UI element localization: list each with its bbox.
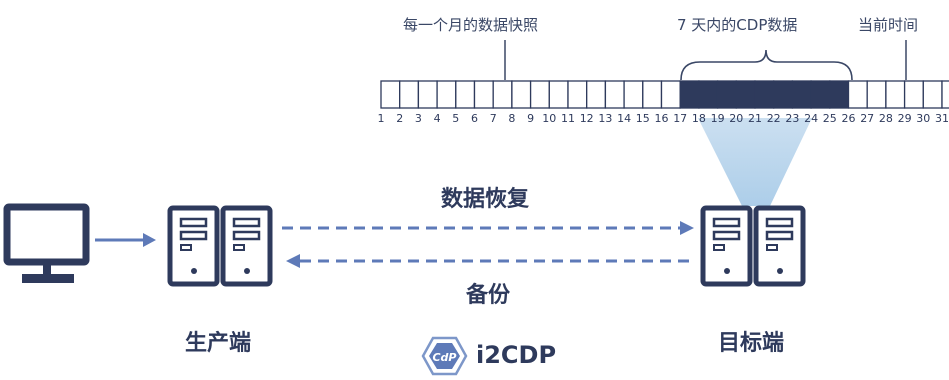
day-tick-label: 31 — [935, 112, 949, 125]
source-label: 生产端 — [185, 331, 252, 356]
timeline-cell — [399, 80, 420, 109]
target-server-icon — [700, 205, 806, 287]
day-tick-label: 14 — [617, 112, 631, 125]
day-tick-label: 28 — [879, 112, 893, 125]
day-tick-label: 27 — [860, 112, 874, 125]
timeline-cell — [455, 80, 476, 109]
timeline-cell — [380, 80, 401, 109]
day-tick-label: 1 — [378, 112, 385, 125]
snapshot-label: 每一个月的数据快照 — [403, 16, 539, 34]
timeline-cell — [903, 80, 924, 109]
target-label: 目标端 — [718, 331, 785, 356]
timeline-cell — [754, 80, 775, 109]
day-tick-label: 25 — [823, 112, 837, 125]
day-tick-label: 20 — [729, 112, 743, 125]
cdp-logo-icon: CdP — [421, 336, 468, 376]
day-tick-label: 5 — [452, 112, 459, 125]
timeline-cell — [941, 80, 949, 109]
input-arrow — [95, 233, 156, 247]
timeline-cell — [642, 80, 663, 109]
timeline-cell — [417, 80, 438, 109]
cdp-label: 7 天内的CDP数据 — [677, 16, 798, 34]
source-server-icon — [167, 205, 273, 287]
day-tick-label: 4 — [434, 112, 441, 125]
day-tick-label: 10 — [542, 112, 556, 125]
timeline-cell — [473, 80, 494, 109]
day-tick-label: 23 — [785, 112, 799, 125]
day-tick-label: 24 — [804, 112, 818, 125]
recovery-label: 数据恢复 — [441, 187, 530, 212]
timeline-cell — [604, 80, 625, 109]
day-tick-label: 6 — [471, 112, 478, 125]
timeline-cell — [885, 80, 906, 109]
day-tick-label: 19 — [711, 112, 725, 125]
day-tick-label: 17 — [673, 112, 687, 125]
backup-label: 备份 — [466, 283, 511, 308]
timeline-cell — [548, 80, 569, 109]
recovery-arrow — [282, 221, 694, 235]
day-tick-label: 3 — [415, 112, 422, 125]
timeline-cell — [922, 80, 943, 109]
timeline-cell — [847, 80, 868, 109]
day-tick-label: 2 — [396, 112, 403, 125]
day-tick-label: 18 — [692, 112, 706, 125]
timeline-cell — [660, 80, 681, 109]
timeline-cell — [791, 80, 812, 109]
day-tick-label: 21 — [748, 112, 762, 125]
day-tick-label: 11 — [561, 112, 575, 125]
timeline-cell — [567, 80, 588, 109]
timeline-cell — [436, 80, 457, 109]
day-tick-label: 7 — [490, 112, 497, 125]
svg-text:CdP: CdP — [432, 351, 456, 364]
day-tick-label: 12 — [580, 112, 594, 125]
timeline-cell — [586, 80, 607, 109]
timeline-cell — [810, 80, 831, 109]
timeline-cell — [735, 80, 756, 109]
cdp-range-brace — [680, 49, 853, 81]
day-tick-label: 15 — [636, 112, 650, 125]
timeline-cell — [623, 80, 644, 109]
timeline-cell — [679, 80, 700, 109]
timeline-cell — [866, 80, 887, 109]
timeline-cell — [529, 80, 550, 109]
day-tick-label: 13 — [598, 112, 612, 125]
brand-name: i2CDP — [476, 341, 557, 369]
timeline-cell — [773, 80, 794, 109]
timeline-cell — [829, 80, 850, 109]
timeline-cell — [511, 80, 532, 109]
day-tick-label: 30 — [916, 112, 930, 125]
day-tick-label: 8 — [508, 112, 515, 125]
monitor-icon — [3, 203, 90, 283]
projection-beam — [698, 118, 812, 206]
day-tick-label: 9 — [527, 112, 534, 125]
backup-arrow — [286, 254, 694, 268]
day-tick-label: 22 — [767, 112, 781, 125]
timeline-cell — [492, 80, 513, 109]
day-tick-label: 29 — [898, 112, 912, 125]
current-time-label: 当前时间 — [858, 16, 919, 34]
day-tick-label: 16 — [655, 112, 669, 125]
timeline-cell — [698, 80, 719, 109]
day-tick-label: 26 — [842, 112, 856, 125]
timeline-cell — [716, 80, 737, 109]
